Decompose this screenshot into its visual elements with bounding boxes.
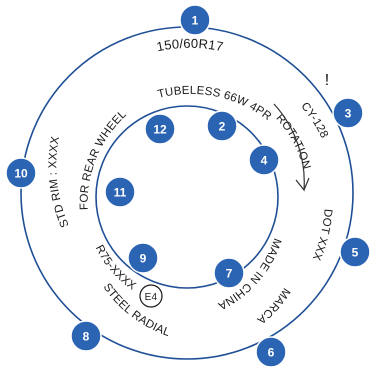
callout-11: 11 (104, 176, 136, 208)
std-rim-marking: STD RIM : XXXX (47, 135, 71, 229)
rotation-arrow (273, 103, 310, 192)
outer-sidewall-ring (20, 26, 354, 360)
callout-6: 6 (255, 336, 287, 368)
model-marking: CY-128 (298, 100, 330, 140)
svg-text:11: 11 (114, 186, 127, 200)
svg-text:1: 1 (192, 14, 199, 28)
svg-text:4: 4 (261, 154, 268, 168)
svg-text:12: 12 (153, 123, 167, 137)
callout-9: 9 (127, 242, 159, 274)
size-marking: 150/60R17 (155, 36, 225, 54)
svg-text:9: 9 (140, 252, 147, 266)
svg-text:10: 10 (14, 167, 28, 181)
callout-2: 2 (206, 110, 238, 142)
callout-5: 5 (339, 236, 371, 268)
svg-text:7: 7 (226, 267, 233, 281)
warning-mark: ! (325, 72, 329, 89)
svg-text:2: 2 (219, 120, 226, 134)
svg-text:3: 3 (345, 107, 352, 121)
inner-bead-ring (95, 105, 279, 289)
callout-1: 1 (179, 4, 211, 36)
svg-text:6: 6 (268, 346, 275, 360)
callout-10: 10 (5, 157, 37, 189)
callout-12: 12 (144, 113, 176, 145)
e-mark-badge: E4 (139, 284, 163, 308)
e-mark-text: E4 (145, 292, 158, 303)
callout-8: 8 (70, 320, 102, 352)
svg-text:5: 5 (352, 246, 359, 260)
dot-marking: DOT XXX (310, 208, 334, 262)
steel-radial-marking: STEEL RADIAL (101, 281, 172, 339)
callout-7: 7 (213, 257, 245, 289)
brand-marking: MARCA (254, 286, 292, 326)
svg-text:8: 8 (83, 330, 90, 344)
callout-4: 4 (248, 144, 280, 176)
callout-3: 3 (332, 97, 364, 129)
